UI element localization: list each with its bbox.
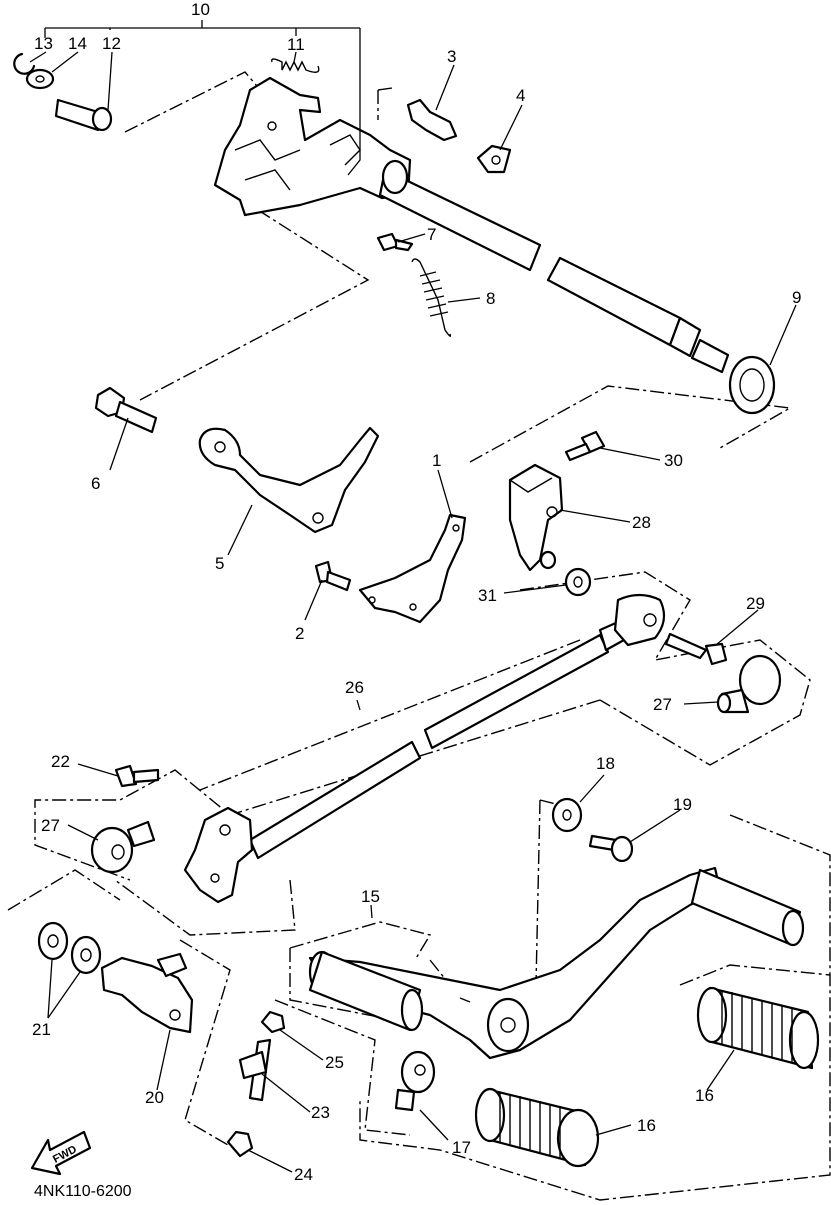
- callout-4: 4: [516, 86, 525, 105]
- part-16-pedal-rubber-right: [696, 986, 820, 1070]
- callout-19: 19: [673, 795, 692, 814]
- part-8-spring: [411, 258, 452, 337]
- callout-28: 28: [632, 513, 651, 532]
- callout-16-left: 16: [637, 1116, 656, 1135]
- part-22-bolt: [114, 764, 160, 788]
- callout-23: 23: [311, 1103, 330, 1122]
- diagram-code: 4NK110-6200: [34, 1183, 132, 1200]
- part-29-bolt: [664, 632, 728, 666]
- part-26-rod-clamp: [183, 806, 254, 904]
- part-19-bolt: [588, 834, 634, 863]
- callout-8: 8: [486, 289, 495, 308]
- part-10-shift-arm: [213, 76, 412, 217]
- callout-22: 22: [51, 752, 70, 771]
- part-10-shaft: [378, 159, 730, 374]
- part-15-shift-pedal: [308, 866, 805, 1060]
- callout-27-left: 27: [41, 816, 60, 835]
- part-24-nut: [226, 1130, 254, 1158]
- callout-9: 9: [792, 288, 801, 307]
- callout-21: 21: [32, 1020, 51, 1039]
- part-5-bracket: [198, 426, 380, 534]
- callout-17: 17: [452, 1138, 471, 1157]
- part-14-washer: [25, 68, 55, 90]
- callout-16-right: 16: [695, 1086, 714, 1105]
- callout-11: 11: [287, 35, 305, 54]
- callout-1: 1: [432, 451, 441, 470]
- part-27-rod-end-right: [716, 654, 782, 714]
- callout-labels: 10 13 14 12 11 3 4 7 8 9 6 1 30 28 5 31 …: [32, 0, 801, 1184]
- callout-3: 3: [447, 47, 456, 66]
- callout-2: 2: [295, 624, 304, 643]
- part-23-adjuster-bolt: [238, 1038, 272, 1102]
- callout-15: 15: [361, 887, 380, 906]
- part-6-bolt: [94, 386, 158, 434]
- part-1-plate: [358, 513, 467, 624]
- forward-arrow-icon: FWD: [30, 1130, 92, 1176]
- part-16-pedal-rubber-left: [474, 1087, 600, 1168]
- part-9-oil-seal: [728, 355, 776, 415]
- callout-5: 5: [215, 554, 224, 573]
- part-20-shift-lever-clamp: [100, 952, 194, 1034]
- part-11-spring: [271, 58, 320, 73]
- callout-20: 20: [145, 1088, 164, 1107]
- part-13-circlip: [13, 52, 36, 75]
- part-25-nut: [260, 1010, 286, 1034]
- leader-lines: [29, 20, 797, 1173]
- part-17-rod-end: [394, 1050, 436, 1112]
- part-12-pin: [54, 98, 113, 132]
- callout-6: 6: [91, 474, 100, 493]
- callout-27-right: 27: [653, 695, 672, 714]
- part-7-bolt: [376, 232, 414, 252]
- part-2-bolt: [314, 560, 352, 592]
- callout-24: 24: [294, 1165, 313, 1184]
- callout-10: 10: [191, 0, 210, 19]
- callout-26: 26: [345, 678, 364, 697]
- part-4-stopper-plate: [476, 144, 512, 174]
- callout-14: 14: [68, 34, 87, 53]
- part-3-bolt: [406, 98, 458, 142]
- callout-25: 25: [325, 1053, 344, 1072]
- callout-18: 18: [596, 754, 615, 773]
- callout-31: 31: [478, 586, 497, 605]
- part-21-washers: [37, 921, 102, 975]
- part-18-washer: [551, 797, 583, 833]
- part-27-rod-end-left: [90, 820, 156, 874]
- callout-12: 12: [102, 34, 121, 53]
- callout-7: 7: [427, 225, 436, 244]
- part-31-washer: [564, 567, 592, 597]
- part-30-bolt: [564, 430, 606, 462]
- callout-13: 13: [34, 34, 53, 53]
- callout-29: 29: [746, 594, 765, 613]
- part-28-shift-arm: [508, 463, 564, 572]
- callout-30: 30: [664, 451, 683, 470]
- part-26-shift-rod: [248, 593, 666, 860]
